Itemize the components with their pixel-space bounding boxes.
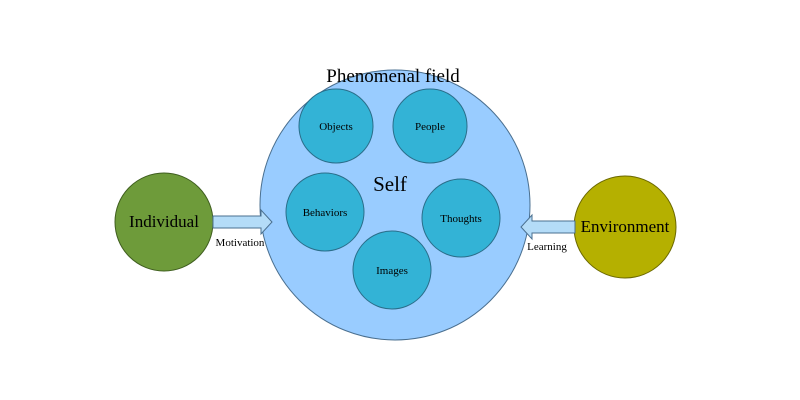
learning-arrow — [520, 213, 576, 241]
node-objects-label: Objects — [319, 121, 353, 133]
node-environment-label: Environment — [581, 217, 670, 236]
node-individual-label: Individual — [129, 212, 199, 231]
node-people: People — [392, 88, 468, 164]
node-individual: Individual — [114, 172, 214, 272]
self-label: Self — [373, 172, 407, 196]
node-images: Images — [352, 230, 432, 310]
node-thoughts: Thoughts — [421, 178, 501, 258]
learning-label: Learning — [527, 241, 567, 253]
node-environment: Environment — [573, 175, 677, 279]
node-behaviors-label: Behaviors — [303, 207, 348, 219]
motivation-label: Motivation — [216, 237, 265, 249]
motivation-arrow — [212, 208, 273, 236]
phenomenal-field-title: Phenomenal field — [326, 66, 460, 87]
node-behaviors: Behaviors — [285, 172, 365, 252]
node-thoughts-label: Thoughts — [440, 213, 482, 225]
node-images-label: Images — [376, 265, 408, 277]
node-people-label: People — [415, 121, 445, 133]
node-objects: Objects — [298, 88, 374, 164]
